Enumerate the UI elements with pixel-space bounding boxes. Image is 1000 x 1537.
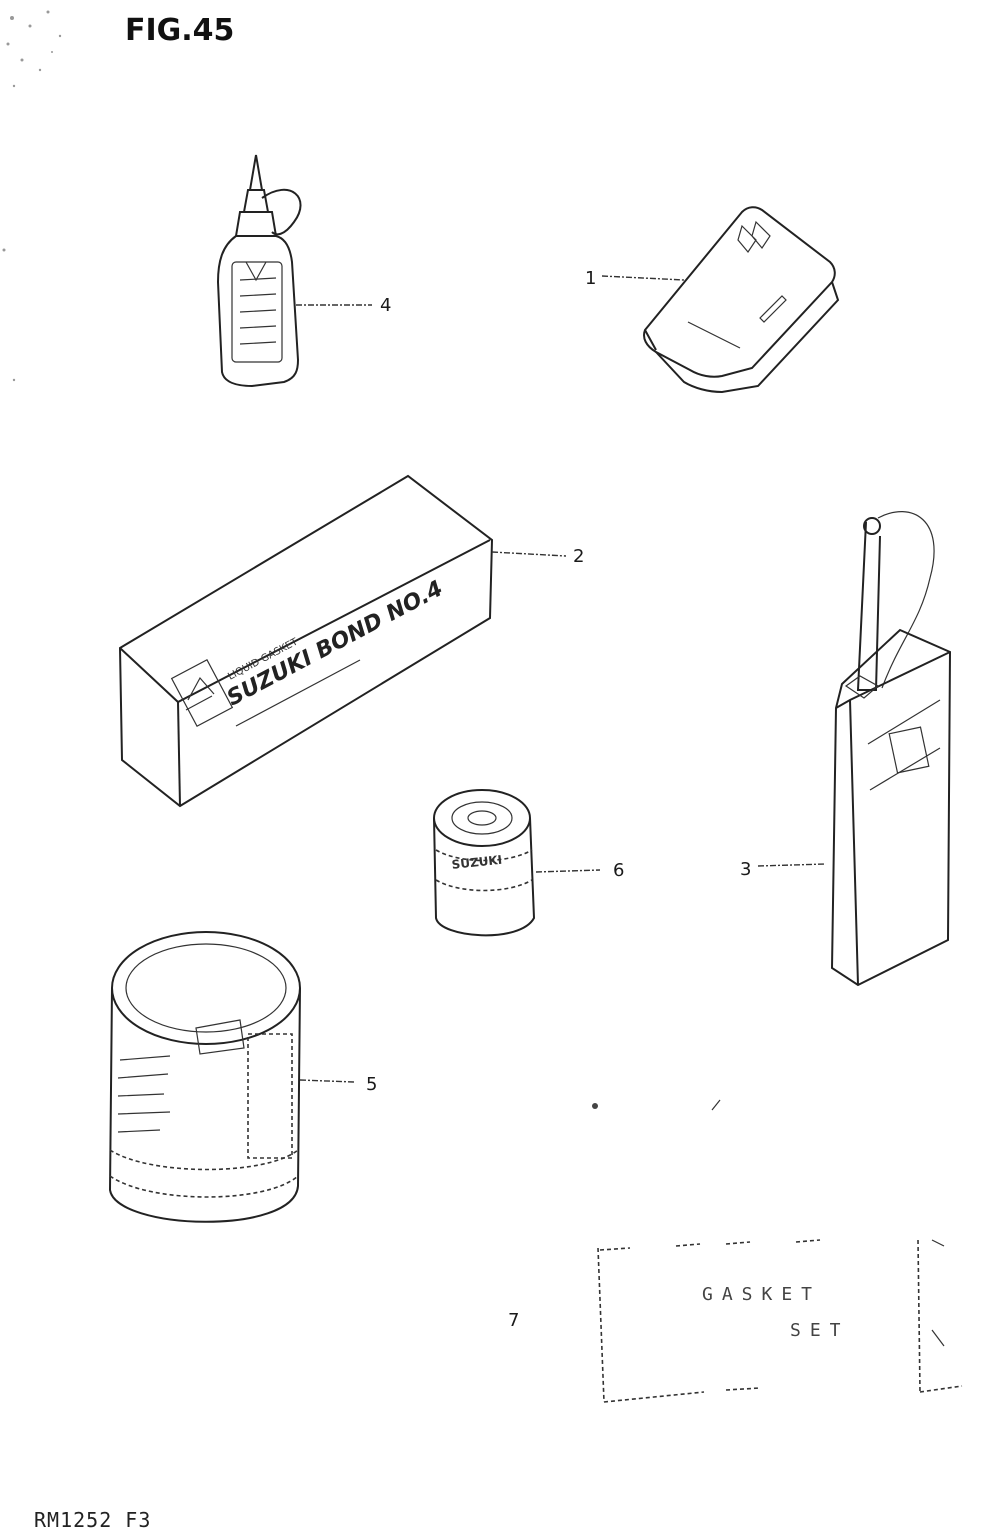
callout-3: 3 [740, 859, 751, 880]
leader-6 [535, 869, 601, 873]
gasket-set-icon: GASKET SET [597, 1239, 963, 1403]
stray-mark [592, 1103, 598, 1109]
small-can-label: SUZUKI [451, 853, 503, 872]
gasket-set-line1: GASKET [702, 1284, 821, 1305]
callout-6: 6 [613, 860, 624, 881]
bond-box-icon: LIQUID GASKET SUZUKI BOND NO.4 [118, 474, 494, 808]
figure-reference: RM1252 F3 [34, 1508, 151, 1532]
leader-3 [757, 863, 827, 867]
small-can-icon: SUZUKI [433, 789, 536, 937]
oil-bottle-icon [216, 154, 302, 388]
callout-7: 7 [508, 1310, 519, 1331]
leader-1 [601, 275, 685, 281]
callout-4: 4 [380, 295, 391, 316]
grease-can-icon [108, 931, 301, 1223]
case-icon [643, 206, 840, 394]
callout-2: 2 [573, 546, 584, 567]
bond-box-title: SUZUKI BOND NO.4 [223, 576, 447, 711]
figure-title: FIG.45 [125, 13, 234, 48]
gasket-set-line2: SET [790, 1320, 850, 1341]
leader-2 [491, 551, 567, 557]
callout-5: 5 [366, 1074, 377, 1095]
stray-mark [711, 1099, 721, 1111]
oil-tin-icon [830, 511, 952, 987]
scan-noise [2, 10, 62, 382]
callout-1: 1 [585, 268, 596, 289]
leader-5 [299, 1079, 355, 1083]
